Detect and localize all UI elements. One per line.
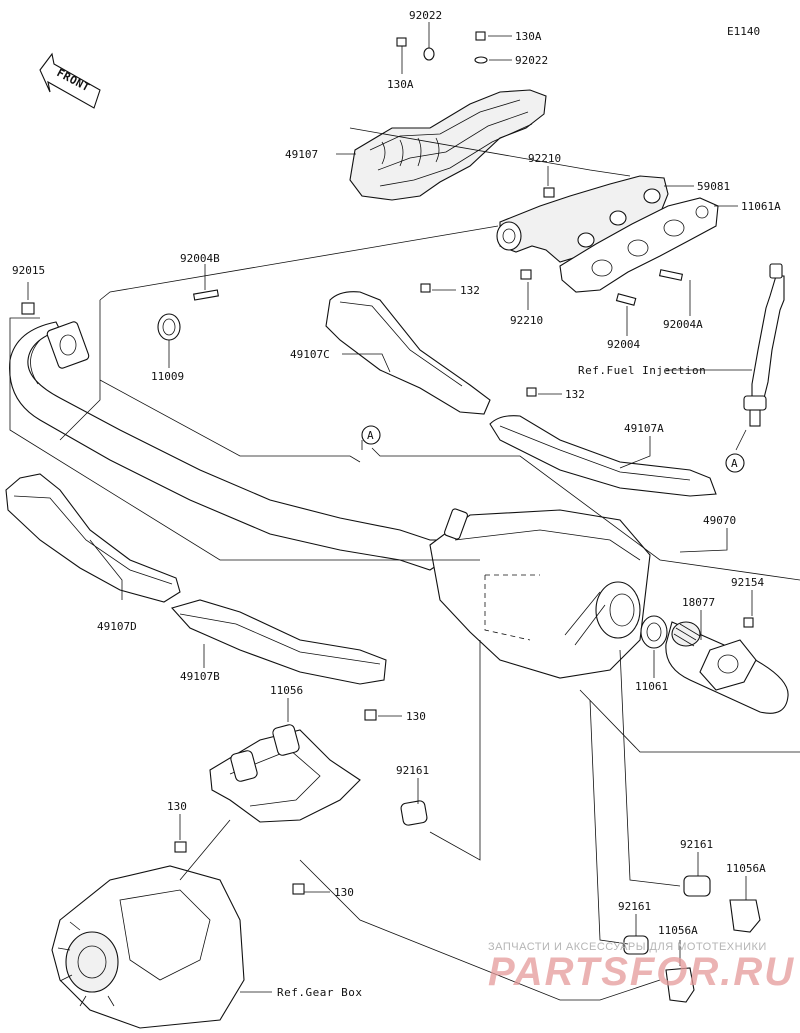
damper-11056A-right bbox=[729, 899, 761, 933]
label-92210-top: 92210 bbox=[528, 152, 561, 165]
label-92161-mid: 92161 bbox=[396, 764, 429, 777]
rubber-mount-92161-right bbox=[683, 875, 711, 897]
stud-92004A bbox=[658, 269, 684, 281]
label-130A-left: 130A bbox=[387, 78, 414, 91]
label-130-right: 130 bbox=[406, 710, 426, 723]
bolt-130A-top bbox=[475, 31, 486, 41]
rubber-mount-92161-mid bbox=[400, 800, 428, 826]
label-92022-right: 92022 bbox=[515, 54, 548, 67]
muffler-49070 bbox=[429, 508, 651, 679]
label-132-top: 132 bbox=[460, 284, 480, 297]
label-92022-top: 92022 bbox=[409, 9, 442, 22]
heat-shield-49107A bbox=[489, 415, 717, 497]
watermark-logo: PARTSFOR.RU bbox=[488, 950, 795, 994]
label-59081: 59081 bbox=[697, 180, 730, 193]
label-49070: 49070 bbox=[703, 514, 736, 527]
exhaust-manifold-59081 bbox=[496, 175, 669, 263]
stud-92004 bbox=[615, 293, 637, 306]
exhaust-gasket-11061A bbox=[559, 197, 719, 293]
bolt-130-left bbox=[174, 841, 187, 853]
assembly-frame-lines bbox=[9, 127, 800, 1001]
label-49107D: 49107D bbox=[97, 620, 137, 633]
label-130-left: 130 bbox=[167, 800, 187, 813]
leader-lines bbox=[27, 22, 753, 993]
label-11056A-right: 11056A bbox=[726, 862, 766, 875]
bolt-132-mid bbox=[526, 387, 537, 397]
exhaust-pipe bbox=[9, 321, 446, 571]
label-11009: 11009 bbox=[151, 370, 184, 383]
heat-shield-49107D bbox=[5, 473, 181, 603]
label-18077: 18077 bbox=[682, 596, 715, 609]
label-130A-top: 130A bbox=[515, 30, 542, 43]
gasket-11061 bbox=[640, 615, 668, 649]
gear-box bbox=[51, 865, 245, 1029]
oxygen-sensor bbox=[743, 263, 785, 427]
label-11061: 11061 bbox=[635, 680, 668, 693]
nut-92210-top bbox=[543, 187, 555, 198]
nut-92015 bbox=[21, 302, 35, 315]
spark-arrester-18077 bbox=[665, 621, 789, 714]
label-92210-bottom: 92210 bbox=[510, 314, 543, 327]
diagram-code: E1140 bbox=[727, 25, 760, 38]
label-92161-low: 92161 bbox=[618, 900, 651, 913]
label-92015: 92015 bbox=[12, 264, 45, 277]
bolt-130-right bbox=[364, 709, 377, 721]
label-49107B: 49107B bbox=[180, 670, 220, 683]
gasket-11009 bbox=[157, 313, 181, 341]
nut-92210-bottom bbox=[520, 269, 532, 280]
label-132-mid: 132 bbox=[565, 388, 585, 401]
label-92004A: 92004A bbox=[663, 318, 703, 331]
callout-a-sensor: A bbox=[725, 453, 745, 473]
label-92161-right: 92161 bbox=[680, 838, 713, 851]
label-92004B: 92004B bbox=[180, 252, 220, 265]
washer-92022-right bbox=[474, 56, 488, 64]
heat-shield-49107B bbox=[171, 599, 387, 685]
callout-a-sensor-label: A bbox=[731, 457, 738, 470]
bolt-92154 bbox=[743, 617, 754, 628]
stud-92004B bbox=[193, 289, 219, 301]
callout-a-main-label: A bbox=[367, 429, 374, 442]
bolt-132-top bbox=[420, 283, 431, 293]
label-11056A-low: 11056A bbox=[658, 924, 698, 937]
washer-92022-top bbox=[423, 47, 435, 61]
label-49107C: 49107C bbox=[290, 348, 330, 361]
bolt-130A-left bbox=[396, 37, 407, 47]
bolt-130-bottom bbox=[292, 883, 305, 895]
label-11061A: 11061A bbox=[741, 200, 781, 213]
ref-fuel-injection: Ref.Fuel Injection bbox=[578, 364, 706, 377]
label-92004: 92004 bbox=[607, 338, 640, 351]
muffler-bracket bbox=[209, 724, 361, 823]
watermark-tagline: ЗАПЧАСТИ И АКСЕССУАРЫ ДЛЯ МОТОТЕХНИКИ bbox=[488, 941, 767, 953]
label-49107: 49107 bbox=[285, 148, 318, 161]
damper-11056A-low bbox=[665, 967, 695, 1003]
label-49107A: 49107A bbox=[624, 422, 664, 435]
label-11056: 11056 bbox=[270, 684, 303, 697]
callout-a-main: A bbox=[361, 425, 381, 445]
label-130-bottom: 130 bbox=[334, 886, 354, 899]
heat-shield-49107C bbox=[325, 291, 491, 415]
label-92154: 92154 bbox=[731, 576, 764, 589]
front-direction-marker: FRONT bbox=[39, 52, 101, 109]
ref-gear-box: Ref.Gear Box bbox=[277, 986, 362, 999]
